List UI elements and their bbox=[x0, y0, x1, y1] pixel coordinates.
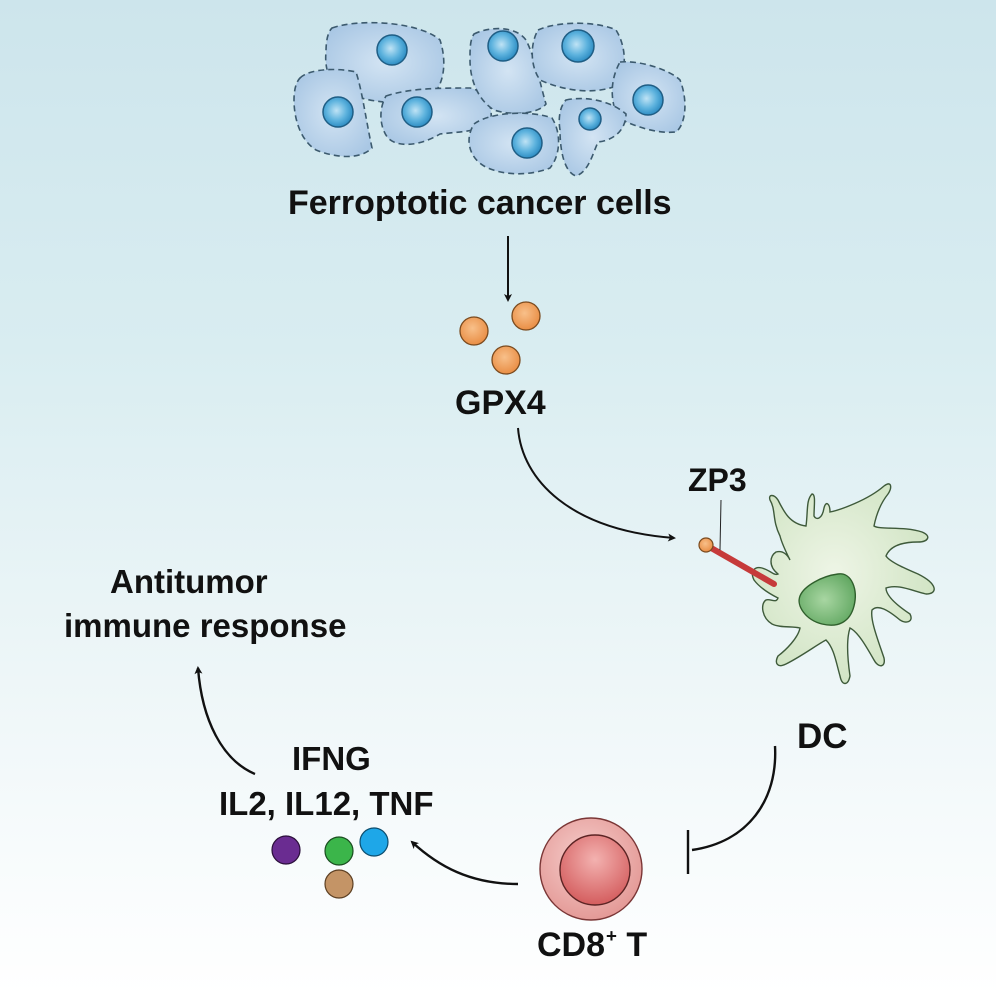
cancer-cell bbox=[611, 60, 686, 134]
zp3-receptor bbox=[698, 499, 777, 587]
label-cytokines-line2: IL2, IL12, TNF bbox=[219, 785, 434, 822]
cancer-cell bbox=[531, 22, 626, 92]
cd8-t-cell bbox=[539, 817, 643, 921]
label-zp3: ZP3 bbox=[688, 462, 747, 498]
dendritic-cell bbox=[751, 483, 935, 685]
label-dc: DC bbox=[797, 717, 848, 756]
zp3-label-leader bbox=[719, 499, 722, 551]
gpx4-particle bbox=[491, 345, 521, 375]
gpx4-particle bbox=[511, 301, 541, 331]
cancer-cell bbox=[469, 27, 547, 115]
cytokine-purple bbox=[271, 835, 301, 865]
tcell-nucleus bbox=[559, 834, 631, 906]
arrow-cytokines-to-response bbox=[194, 666, 256, 776]
inhibition-dc-to-tcell bbox=[686, 745, 777, 874]
cytokine-blue bbox=[359, 827, 389, 857]
label-gpx4: GPX4 bbox=[455, 384, 546, 422]
zp3-bound-gpx4 bbox=[698, 537, 714, 553]
gpx4-proteins bbox=[459, 301, 541, 375]
arrow-tcell-to-cytokines bbox=[410, 840, 519, 886]
cytokine-green bbox=[324, 836, 354, 866]
cytokines bbox=[271, 827, 389, 899]
label-outcome-line2: immune response bbox=[64, 607, 347, 644]
cytokine-tan bbox=[324, 869, 354, 899]
cancer-cell bbox=[468, 112, 560, 175]
dc-nucleus bbox=[798, 573, 856, 626]
arrow-gpx4-to-zp3 bbox=[517, 427, 676, 542]
label-outcome-line1: Antitumor bbox=[110, 563, 268, 600]
label-cd8-suffix: T bbox=[616, 926, 648, 965]
label-cd8-superscript: + bbox=[606, 925, 617, 946]
label-cytokines-line1: IFNG bbox=[292, 740, 371, 777]
label-cd8-t: CD8+ T bbox=[537, 925, 647, 965]
label-cancer-cells: Ferroptotic cancer cells bbox=[288, 184, 672, 222]
gpx4-particle bbox=[459, 316, 489, 346]
cancer-cell bbox=[380, 87, 492, 146]
cancer-cell-cluster bbox=[293, 21, 686, 177]
label-cd8: CD8 bbox=[537, 926, 606, 965]
cancer-cell bbox=[293, 68, 373, 158]
cancer-cell bbox=[558, 97, 627, 177]
